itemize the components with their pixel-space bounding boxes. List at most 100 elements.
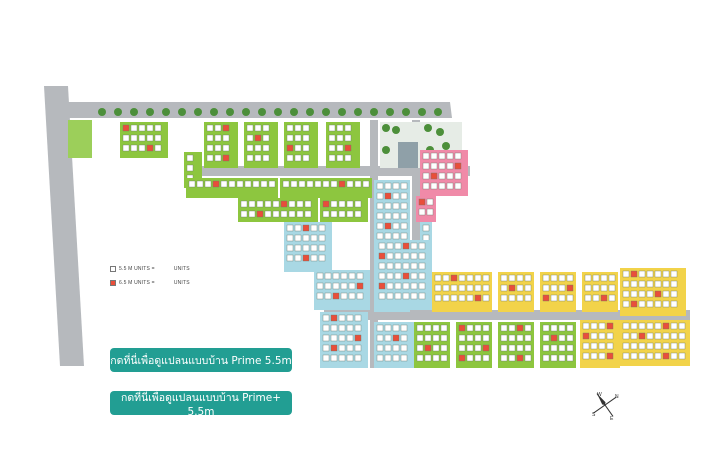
house-lot bbox=[122, 134, 130, 142]
house-lot bbox=[450, 294, 458, 302]
house-lot bbox=[356, 282, 364, 290]
house-lot bbox=[332, 272, 340, 280]
house-lot bbox=[418, 242, 426, 250]
house-lot bbox=[384, 334, 392, 342]
house-lot bbox=[302, 144, 310, 152]
house-lot bbox=[386, 262, 394, 270]
house-lot bbox=[130, 144, 138, 152]
house-lot bbox=[316, 282, 324, 290]
prime-plus-5-5m-plan-button[interactable]: กดที่นี่เพื่อดูแปลนแบบบ้าน Prime+ 5.5m bbox=[110, 391, 292, 418]
house-lot bbox=[550, 354, 558, 362]
house-lot bbox=[402, 272, 410, 280]
house-lot bbox=[288, 200, 296, 208]
house-lot bbox=[440, 324, 448, 332]
house-lot bbox=[394, 282, 402, 290]
house-lot bbox=[516, 294, 524, 302]
house-lot bbox=[410, 292, 418, 300]
house-lot bbox=[376, 334, 384, 342]
house-lot bbox=[400, 344, 408, 352]
house-lot bbox=[410, 252, 418, 260]
house-lot bbox=[154, 144, 162, 152]
house-lot bbox=[376, 182, 384, 190]
house-lot bbox=[330, 314, 338, 322]
house-lot bbox=[474, 334, 482, 342]
house-lot bbox=[442, 294, 450, 302]
house-lot bbox=[646, 352, 654, 360]
house-lot bbox=[630, 332, 638, 340]
house-lot bbox=[458, 344, 466, 352]
house-lot bbox=[474, 294, 482, 302]
clubhouse-building bbox=[398, 142, 418, 168]
house-lot bbox=[508, 334, 516, 342]
tree-icon bbox=[322, 108, 330, 116]
house-lot bbox=[524, 354, 532, 362]
house-lot bbox=[122, 124, 130, 132]
house-lot bbox=[516, 354, 524, 362]
house-lot bbox=[402, 282, 410, 290]
tree-icon bbox=[306, 108, 314, 116]
house-lot bbox=[466, 284, 474, 292]
house-lot bbox=[598, 342, 606, 350]
house-lot bbox=[348, 292, 356, 300]
house-lot bbox=[654, 352, 662, 360]
house-lot bbox=[458, 284, 466, 292]
house-lot bbox=[402, 262, 410, 270]
house-lot bbox=[330, 324, 338, 332]
house-lot bbox=[302, 234, 310, 242]
house-lot bbox=[336, 134, 344, 142]
house-lot bbox=[344, 134, 352, 142]
house-lot bbox=[222, 144, 230, 152]
main-road bbox=[44, 86, 84, 366]
house-lot bbox=[340, 292, 348, 300]
house-lot bbox=[558, 294, 566, 302]
house-lot bbox=[608, 294, 616, 302]
house-lot bbox=[344, 154, 352, 162]
house-lot bbox=[458, 274, 466, 282]
tree-icon bbox=[114, 108, 122, 116]
house-lot bbox=[500, 324, 508, 332]
house-lot bbox=[542, 294, 550, 302]
house-lot bbox=[356, 292, 364, 300]
house-lot bbox=[294, 244, 302, 252]
house-lot bbox=[440, 344, 448, 352]
house-lot bbox=[328, 154, 336, 162]
house-lot bbox=[524, 324, 532, 332]
house-lot bbox=[566, 294, 574, 302]
tree-icon bbox=[162, 108, 170, 116]
prime-5-5m-plan-button[interactable]: กดที่นี่เพื่อดูแปลนแบบบ้าน Prime 5.5m bbox=[110, 348, 292, 372]
house-lot bbox=[254, 134, 262, 142]
legend-suffix: UNITS bbox=[173, 280, 190, 286]
legend-swatch-5-5m bbox=[110, 266, 116, 272]
house-lot bbox=[294, 134, 302, 142]
tree-icon bbox=[382, 124, 390, 132]
house-lot bbox=[524, 274, 532, 282]
house-lot bbox=[206, 134, 214, 142]
tree-icon bbox=[442, 142, 450, 150]
house-lot bbox=[248, 200, 256, 208]
tree-icon bbox=[354, 108, 362, 116]
house-lot bbox=[348, 272, 356, 280]
house-lot bbox=[622, 322, 630, 330]
house-lot bbox=[400, 202, 408, 210]
house-lot bbox=[524, 284, 532, 292]
house-lot bbox=[542, 344, 550, 352]
house-lot bbox=[430, 162, 438, 170]
house-lot bbox=[550, 324, 558, 332]
house-lot bbox=[606, 322, 614, 330]
house-lot bbox=[432, 344, 440, 352]
house-lot bbox=[418, 262, 426, 270]
house-lot bbox=[442, 284, 450, 292]
house-lot bbox=[330, 354, 338, 362]
house-lot bbox=[316, 272, 324, 280]
house-lot bbox=[646, 322, 654, 330]
house-lot bbox=[338, 200, 346, 208]
house-lot bbox=[338, 180, 346, 188]
house-lot bbox=[386, 282, 394, 290]
house-lot bbox=[418, 208, 426, 216]
house-lot bbox=[438, 172, 446, 180]
house-lot bbox=[286, 234, 294, 242]
house-lot bbox=[432, 334, 440, 342]
house-lot bbox=[678, 322, 686, 330]
house-lot bbox=[566, 284, 574, 292]
